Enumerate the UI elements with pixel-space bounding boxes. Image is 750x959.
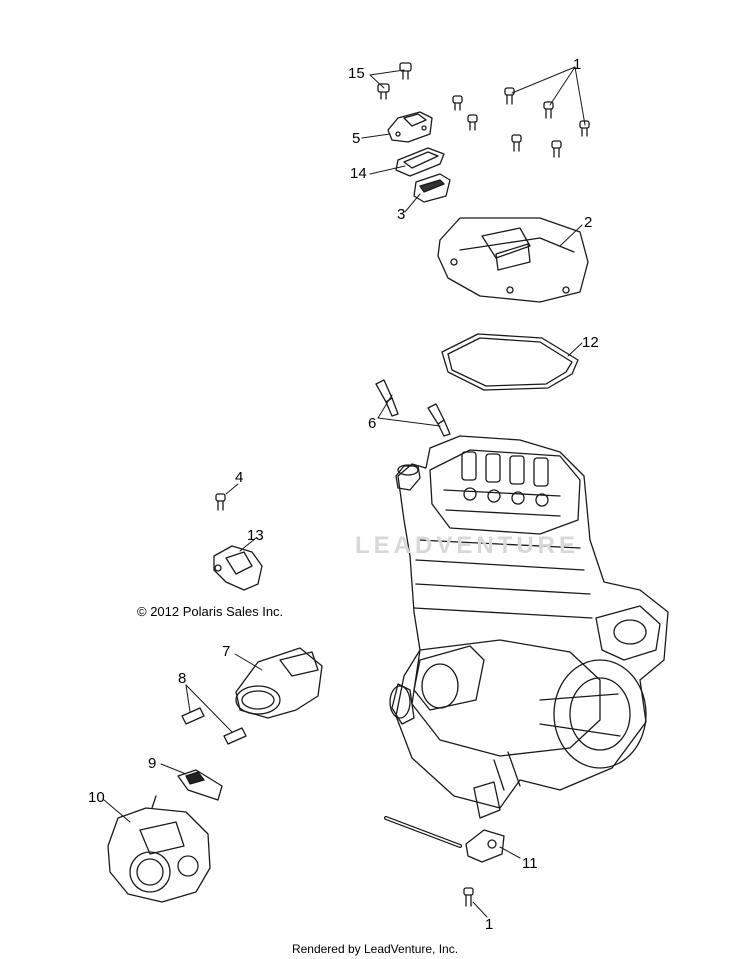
watermark: LEADVENTURE bbox=[355, 532, 580, 559]
callout-11: 11 bbox=[522, 855, 538, 872]
callout-13: 13 bbox=[247, 527, 264, 544]
callout-1: 1 bbox=[573, 56, 582, 73]
callout-9: 9 bbox=[148, 755, 157, 772]
callout-7: 7 bbox=[222, 643, 231, 660]
valve-cover-2 bbox=[437, 217, 589, 303]
callout-1-lower: 1 bbox=[485, 916, 494, 933]
callout-12: 12 bbox=[582, 334, 599, 351]
copyright-text: © 2012 Polaris Sales Inc. bbox=[137, 604, 284, 619]
callout-14: 14 bbox=[350, 165, 367, 182]
sensor-13 bbox=[213, 545, 263, 591]
bolts-1 bbox=[452, 87, 590, 158]
callout-2: 2 bbox=[584, 214, 593, 231]
rendered-by-footer: Rendered by LeadVenture, Inc. bbox=[291, 942, 459, 956]
bolt-1-lower bbox=[463, 887, 474, 907]
breather-cover-5 bbox=[387, 111, 433, 143]
callout-8: 8 bbox=[178, 670, 187, 687]
intake-7 bbox=[235, 647, 323, 719]
pins-8 bbox=[181, 707, 247, 745]
throttle-body-10 bbox=[107, 795, 211, 903]
bolt-4 bbox=[215, 493, 226, 511]
callout-15: 15 bbox=[348, 65, 365, 82]
engine-block bbox=[389, 435, 669, 819]
callout-3: 3 bbox=[397, 206, 406, 223]
callout-4: 4 bbox=[235, 469, 244, 486]
callout-10: 10 bbox=[88, 789, 105, 806]
callout-5: 5 bbox=[352, 130, 361, 147]
gasket-12 bbox=[441, 333, 579, 391]
sensor-11 bbox=[384, 816, 505, 863]
callout-6: 6 bbox=[368, 415, 377, 432]
clamp-9 bbox=[177, 769, 223, 801]
spark-plugs-6 bbox=[375, 379, 451, 437]
gasket-14 bbox=[395, 147, 445, 177]
screw-15 bbox=[377, 62, 412, 100]
filter-3 bbox=[413, 173, 451, 203]
